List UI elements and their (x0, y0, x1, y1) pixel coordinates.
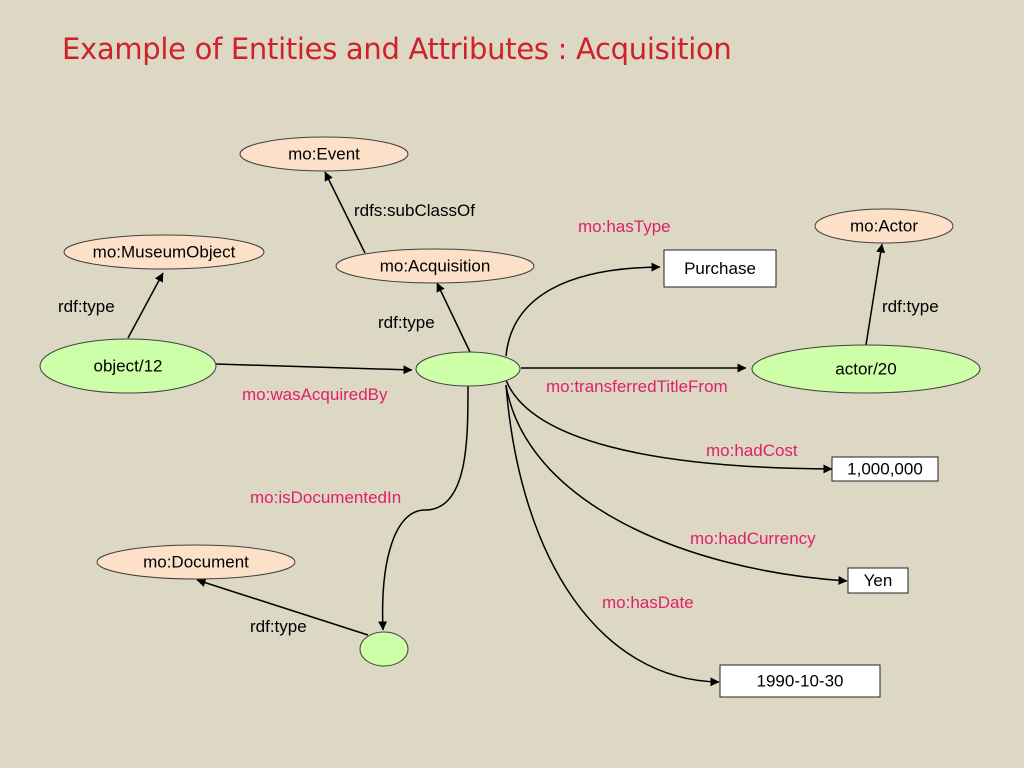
literal-yen-label: Yen (864, 571, 893, 590)
node-mo-actor-label: mo:Actor (850, 217, 918, 236)
literal-date-label: 1990-10-30 (757, 672, 844, 691)
edge-was-acquired-by (215, 363, 413, 375)
node-actor-20-shape (751, 344, 981, 394)
literal-cost-box (831, 456, 939, 482)
node-mo-event-shape (239, 136, 409, 172)
node-mo-acquisition-label: mo:Acquisition (380, 257, 491, 276)
literal-cost-label: 1,000,000 (847, 460, 923, 479)
node-object-12-shape (39, 338, 217, 394)
node-document-instance[interactable] (359, 631, 409, 667)
node-actor-20[interactable]: actor/20 (751, 344, 981, 394)
label-type-document: rdf:type (250, 617, 307, 636)
literal-yen[interactable]: Yen (847, 567, 909, 594)
literal-date[interactable]: 1990-10-30 (719, 664, 881, 698)
node-mo-acquisition-shape (335, 248, 535, 284)
label-transferred-title-from: mo:transferredTitleFrom (546, 377, 728, 396)
node-mo-document-label: mo:Document (143, 553, 249, 572)
node-mo-acquisition[interactable]: mo:Acquisition (335, 248, 535, 284)
literal-purchase[interactable]: Purchase (663, 249, 777, 288)
node-mo-museumobject[interactable]: mo:MuseumObject (63, 234, 265, 270)
node-actor-20-label: actor/20 (835, 360, 896, 379)
literal-date-box (719, 664, 881, 698)
literal-purchase-label: Purchase (684, 259, 756, 278)
label-type-actor: rdf:type (882, 297, 939, 316)
edge-had-currency (505, 384, 848, 585)
edge-has-date (505, 384, 720, 687)
node-acquisition-instance-shape (415, 351, 521, 387)
node-mo-actor-shape (814, 208, 954, 244)
node-mo-museumobject-label: mo:MuseumObject (93, 243, 236, 262)
edge-has-type (505, 262, 661, 357)
label-subclassof: rdfs:subClassOf (354, 201, 475, 220)
label-has-type: mo:hasType (578, 217, 671, 236)
edge-had-cost (505, 379, 833, 474)
node-mo-event-label: mo:Event (288, 145, 360, 164)
literal-purchase-box (663, 249, 777, 288)
node-mo-actor[interactable]: mo:Actor (814, 208, 954, 244)
label-was-acquired-by: mo:wasAcquiredBy (242, 385, 388, 404)
slide-title: Example of Entities and Attributes : Acq… (62, 32, 732, 66)
label-type-acquisition: rdf:type (378, 313, 435, 332)
node-mo-museumobject-shape (63, 234, 265, 270)
label-is-documented-in: mo:isDocumentedIn (250, 488, 401, 507)
edge-type-actor (865, 243, 886, 346)
node-object-12-label: object/12 (94, 357, 163, 376)
node-document-instance-shape (359, 631, 409, 667)
edge-subclassof (324, 171, 366, 254)
edge-type-object (127, 272, 164, 339)
edge-type-document (196, 578, 369, 636)
edge-is-documented-in (378, 385, 469, 631)
edge-type-acquisition (436, 282, 471, 353)
node-mo-event[interactable]: mo:Event (239, 136, 409, 172)
node-acquisition-instance[interactable] (415, 351, 521, 387)
label-has-date: mo:hasDate (602, 593, 694, 612)
node-mo-document[interactable]: mo:Document (96, 544, 296, 580)
label-type-object: rdf:type (58, 297, 115, 316)
node-mo-document-shape (96, 544, 296, 580)
literal-cost[interactable]: 1,000,000 (831, 456, 939, 482)
literal-yen-box (847, 567, 909, 594)
label-had-cost: mo:hadCost (706, 441, 798, 460)
node-object-12[interactable]: object/12 (39, 338, 217, 394)
label-had-currency: mo:hadCurrency (690, 529, 816, 548)
edges (127, 171, 886, 687)
